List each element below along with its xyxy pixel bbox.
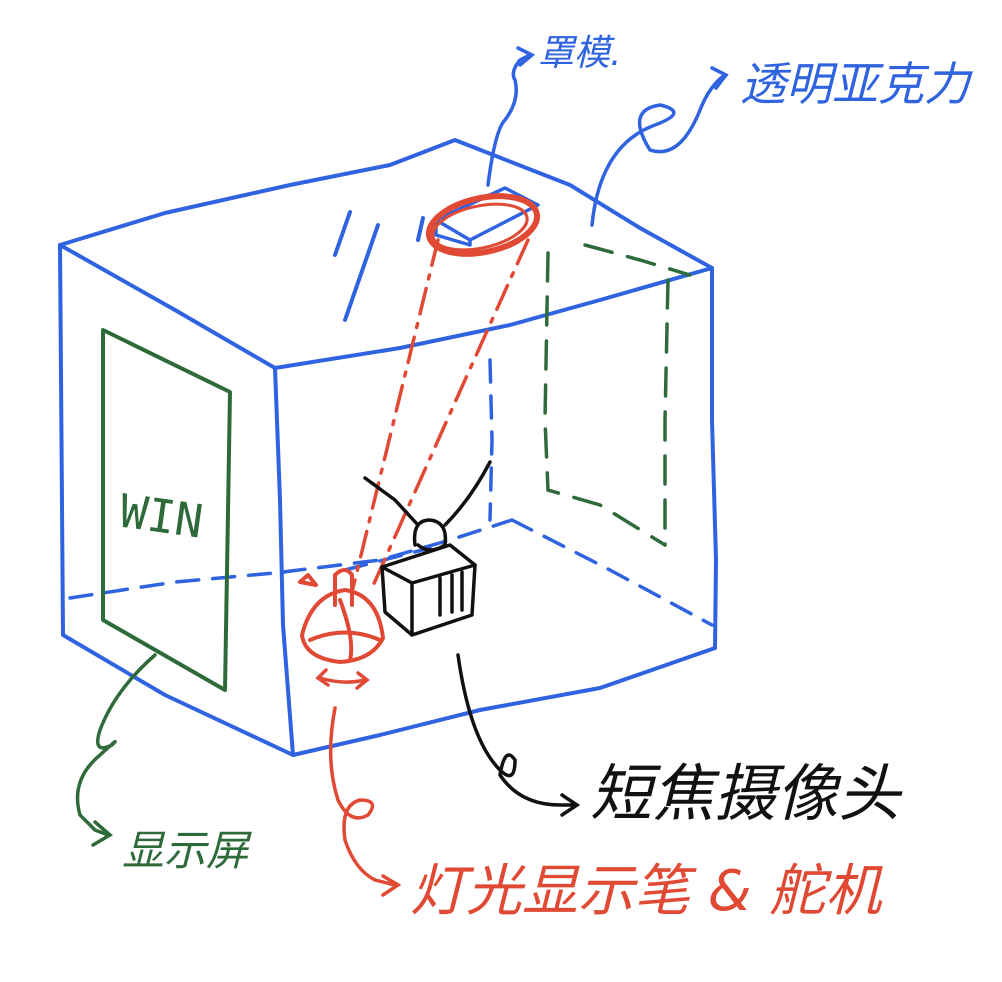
servo-dome (300, 588, 385, 664)
display-label: 显示屏 (122, 826, 252, 875)
box-top-face (58, 138, 714, 370)
laser-beam (350, 238, 530, 594)
laser-leader (328, 706, 402, 897)
back-panel-dashed (543, 243, 692, 547)
box-left-front-face (58, 243, 295, 757)
short-focus-camera-label: 短焦摄像头 (590, 757, 903, 830)
box-top-accent-2 (343, 223, 380, 322)
acrylic-leader (590, 66, 729, 227)
camera-lens-ring (425, 193, 541, 257)
acrylic-box (58, 138, 718, 757)
box-right-vertical-edge (710, 266, 718, 650)
laser-pointer-servo (298, 568, 385, 664)
servo-rotation-arrow (315, 668, 370, 690)
display-screen (101, 328, 232, 692)
camera-leader (456, 653, 581, 817)
box-front-vertical-edge (273, 366, 295, 757)
short-focus-camera (363, 460, 492, 637)
screen-text: WIN (116, 484, 206, 549)
box-top-accent-3 (416, 216, 425, 242)
box-right-front-face (291, 646, 717, 757)
camera-module-leader (486, 46, 536, 187)
laser-pointer-servo-label: 灯光显示笔 & 舵机 (410, 859, 883, 924)
acrylic-label: 透明亚克力 (740, 57, 973, 111)
camera-module-label: 罩模. (538, 33, 621, 74)
box-top-accent-1 (333, 210, 352, 257)
display-leader (75, 653, 157, 847)
